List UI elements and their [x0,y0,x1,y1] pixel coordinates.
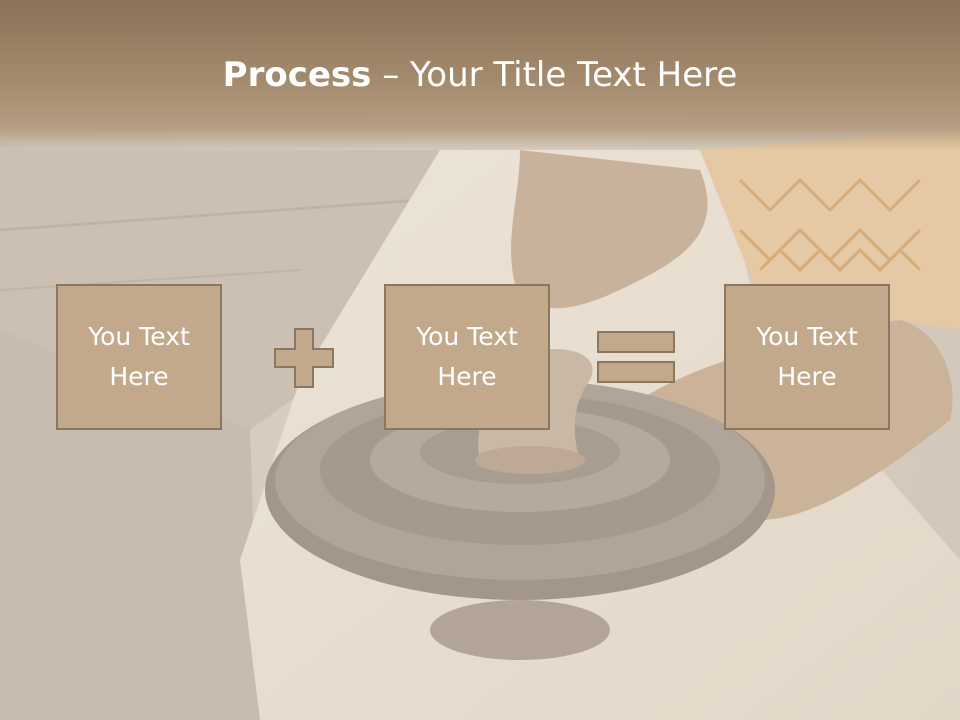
plus-icon [274,328,334,388]
title-bold-word: Process [222,55,372,95]
slide-title: Process – Your Title Text Here [0,52,960,98]
title-separator: – [371,55,411,95]
title-text: Your Title Text Here [410,55,738,95]
title-band [0,0,960,150]
process-box-1: You Text Here [56,284,222,430]
process-box-3: You Text Here [724,284,890,430]
equals-icon [597,331,675,383]
process-box-2: You Text Here [384,284,550,430]
